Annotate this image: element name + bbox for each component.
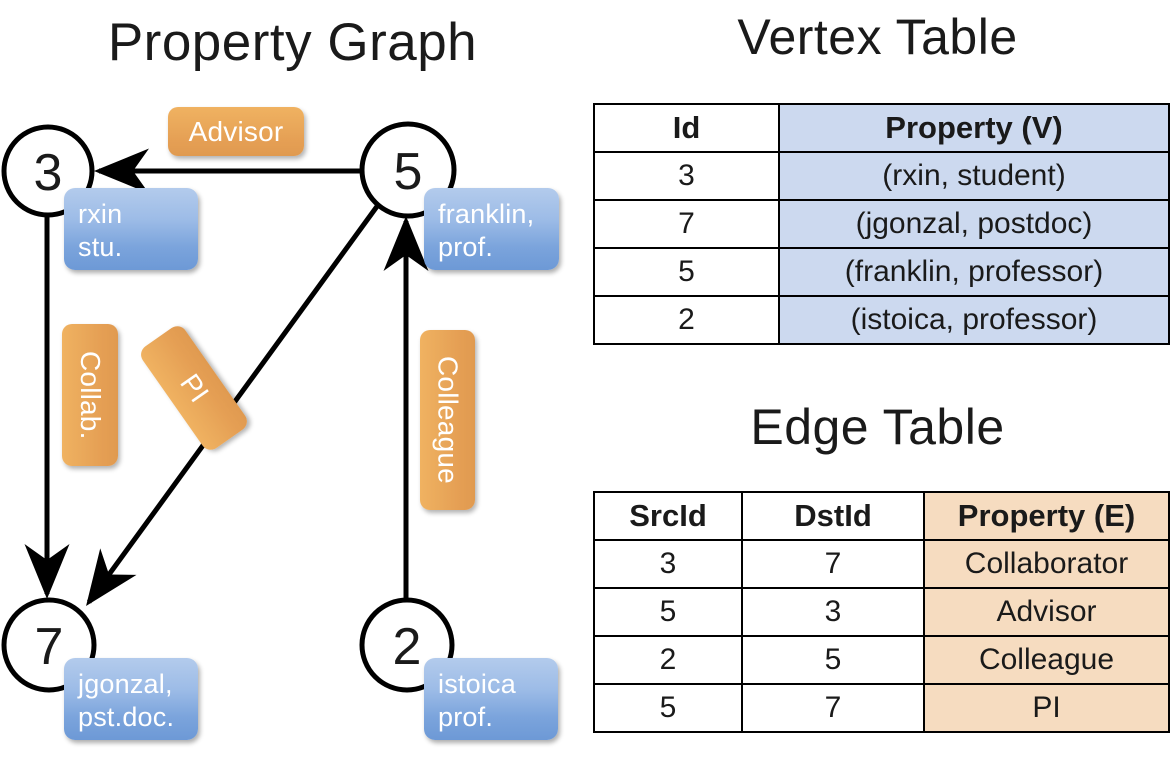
graph-node-2-label: 2 xyxy=(393,618,422,676)
graph-node-7-label: 7 xyxy=(35,618,64,676)
edge-cell-srcid: 5 xyxy=(593,587,743,637)
table-row[interactable]: 7 (jgonzal, postdoc) xyxy=(593,199,1170,249)
page-title-edge-table: Edge Table xyxy=(750,399,1005,455)
node-property-box-7[interactable]: jgonzal, pst.doc. xyxy=(64,658,198,740)
page-title-vertex-table: Vertex Table xyxy=(737,9,1018,65)
table-row[interactable]: 2 5 Colleague xyxy=(593,635,1170,685)
node-property-5-line2: prof. xyxy=(438,231,494,262)
vertex-cell-property: (istoica, professor) xyxy=(778,295,1170,345)
edge-cell-property: Collaborator xyxy=(923,539,1170,589)
vertex-cell-id: 2 xyxy=(593,295,780,345)
edge-cell-srcid: 2 xyxy=(593,635,743,685)
table-row[interactable]: 5 7 PI xyxy=(593,683,1170,733)
graph-node-5-label: 5 xyxy=(394,143,423,201)
property-graph-panel: Property Graph 3 5 7 2 Advisor Collab. xyxy=(1,13,559,740)
edge-table: SrcId DstId Property (E) 3 7 Collaborato… xyxy=(593,491,1170,733)
node-property-3-line2: stu. xyxy=(78,231,123,262)
vertex-table-col-id: Id xyxy=(593,103,780,153)
edge-table-col-srcid: SrcId xyxy=(593,491,743,541)
vertex-cell-property: (rxin, student) xyxy=(778,151,1170,201)
graph-node-3-label: 3 xyxy=(34,144,63,202)
edge-label-colleague-text: Colleague xyxy=(432,356,464,484)
table-row[interactable]: 3 7 Collaborator xyxy=(593,539,1170,589)
vertex-table: Id Property (V) 3 (rxin, student) 7 (jgo… xyxy=(593,103,1170,345)
edge-label-colleague[interactable]: Colleague xyxy=(420,330,475,510)
edge-label-collab[interactable]: Collab. xyxy=(62,324,118,466)
table-row[interactable]: 2 (istoica, professor) xyxy=(593,295,1170,345)
table-row[interactable]: 3 (rxin, student) xyxy=(593,151,1170,201)
vertex-cell-id: 3 xyxy=(593,151,780,201)
node-property-box-5[interactable]: franklin, prof. xyxy=(424,188,559,270)
edge-cell-property: Colleague xyxy=(923,635,1170,685)
edge-cell-srcid: 3 xyxy=(593,539,743,589)
edge-cell-dstid: 5 xyxy=(741,635,925,685)
node-property-5-line1: franklin, xyxy=(438,199,535,229)
edge-cell-srcid: 5 xyxy=(593,683,743,733)
edge-cell-property: PI xyxy=(923,683,1170,733)
edge-table-header-row: SrcId DstId Property (E) xyxy=(593,491,1170,541)
edge-cell-dstid: 3 xyxy=(741,587,925,637)
edge-table-col-dstid: DstId xyxy=(741,491,925,541)
vertex-table-col-property: Property (V) xyxy=(778,103,1170,153)
page-title-property-graph: Property Graph xyxy=(107,13,478,72)
node-property-7-line2: pst.doc. xyxy=(78,701,175,732)
edge-cell-property: Advisor xyxy=(923,587,1170,637)
node-property-7-line1: jgonzal, xyxy=(78,669,173,699)
node-property-box-2[interactable]: istoica prof. xyxy=(424,658,558,740)
node-property-box-3[interactable]: rxin stu. xyxy=(64,188,198,270)
node-property-3-line1: rxin xyxy=(78,199,123,229)
edge-label-advisor[interactable]: Advisor xyxy=(168,107,304,156)
edge-label-pi-text: PI xyxy=(174,367,215,408)
vertex-cell-property: (jgonzal, postdoc) xyxy=(778,199,1170,249)
edge-cell-dstid: 7 xyxy=(741,539,925,589)
table-row[interactable]: 5 (franklin, professor) xyxy=(593,247,1170,297)
edge-label-advisor-text: Advisor xyxy=(188,115,284,147)
edge-cell-dstid: 7 xyxy=(741,683,925,733)
vertex-cell-property: (franklin, professor) xyxy=(778,247,1170,297)
node-property-2-line1: istoica xyxy=(438,669,516,699)
edge-label-collab-text: Collab. xyxy=(75,350,106,440)
vertex-cell-id: 7 xyxy=(593,199,780,249)
vertex-table-header-row: Id Property (V) xyxy=(593,103,1170,153)
node-property-2-line2: prof. xyxy=(438,701,494,732)
vertex-cell-id: 5 xyxy=(593,247,780,297)
edge-table-col-property: Property (E) xyxy=(923,491,1170,541)
table-row[interactable]: 5 3 Advisor xyxy=(593,587,1170,637)
